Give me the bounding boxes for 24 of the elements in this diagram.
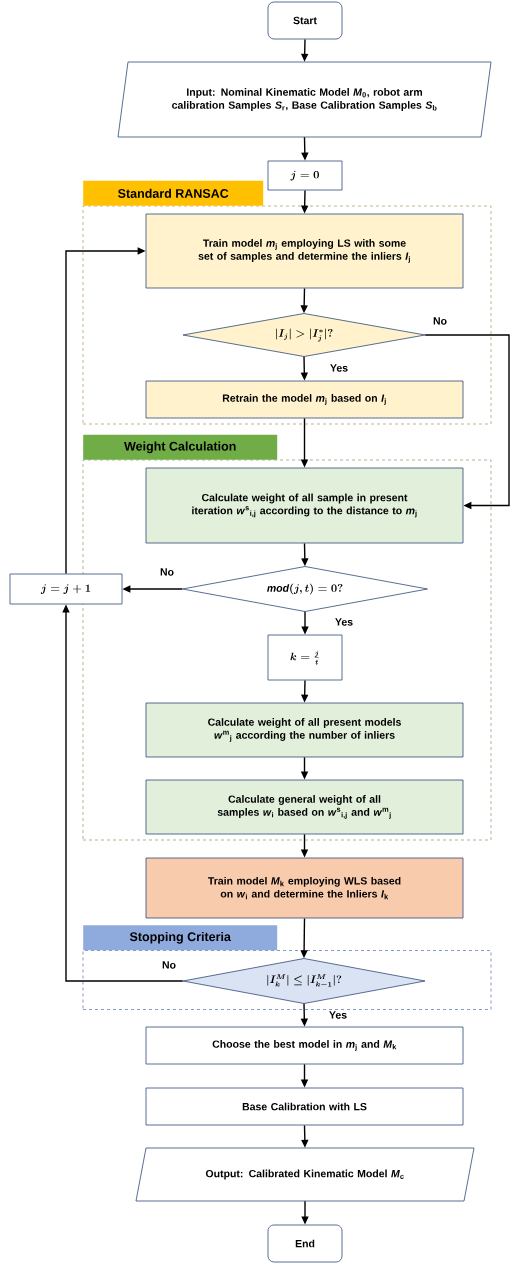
edge-label: Yes: [328, 363, 350, 373]
process-box: $k = \frac{j}{t}$: [267, 634, 343, 681]
section-heading: Standard RANSAC: [83, 180, 264, 206]
process-box: Base Calibration with LS: [145, 1087, 464, 1126]
arrow: [424, 334, 510, 510]
process-box: $j = 0$: [267, 160, 343, 191]
edge-label: No: [432, 316, 448, 326]
section-heading: Stopping Criteria: [83, 925, 278, 951]
process-box: Calculate weight of all present models w$^{m}$$_{j}$ according the number of inliers: [145, 702, 464, 758]
edge-label: Yes: [333, 617, 355, 627]
edge-label: No: [161, 960, 177, 970]
process-box: Train model m$_{j}$ employing LS with some set of samples and determine the inliers I$_{j}$: [145, 213, 464, 289]
terminal-box: End: [267, 1224, 343, 1263]
process-box: $j = j + 1$: [9, 573, 123, 605]
process-box: Choose the best model in m$_{j}$ and M$_{k}$: [145, 1026, 464, 1065]
edge-label: Yes: [327, 1010, 349, 1020]
process-box: Calculate weight of all sample in present iteration w$^{s}$$_{i,j}$ according to the distance to m$_{j}$: [145, 467, 464, 544]
process-box: Train model M$_{k}$ employing WLS based on w$_{i}$ and determine the Inliers I$_{k}$: [145, 857, 464, 919]
data-parallelogram: Output: Calibrated Kinematic Model M$_{c}$: [135, 1147, 475, 1202]
edge-label: No: [159, 567, 175, 577]
process-box: Retrain the model m$_{j}$ based on I$_{j}$: [145, 380, 464, 419]
terminal-box: Start: [267, 1, 343, 40]
section-heading: Weight Calculation: [83, 434, 278, 460]
data-parallelogram: Input: Nominal Kinematic Model M$_{0}$, robot arm calibration Samples S$_{r}$, Base Calibration Samples S$_{b}$: [117, 61, 492, 138]
